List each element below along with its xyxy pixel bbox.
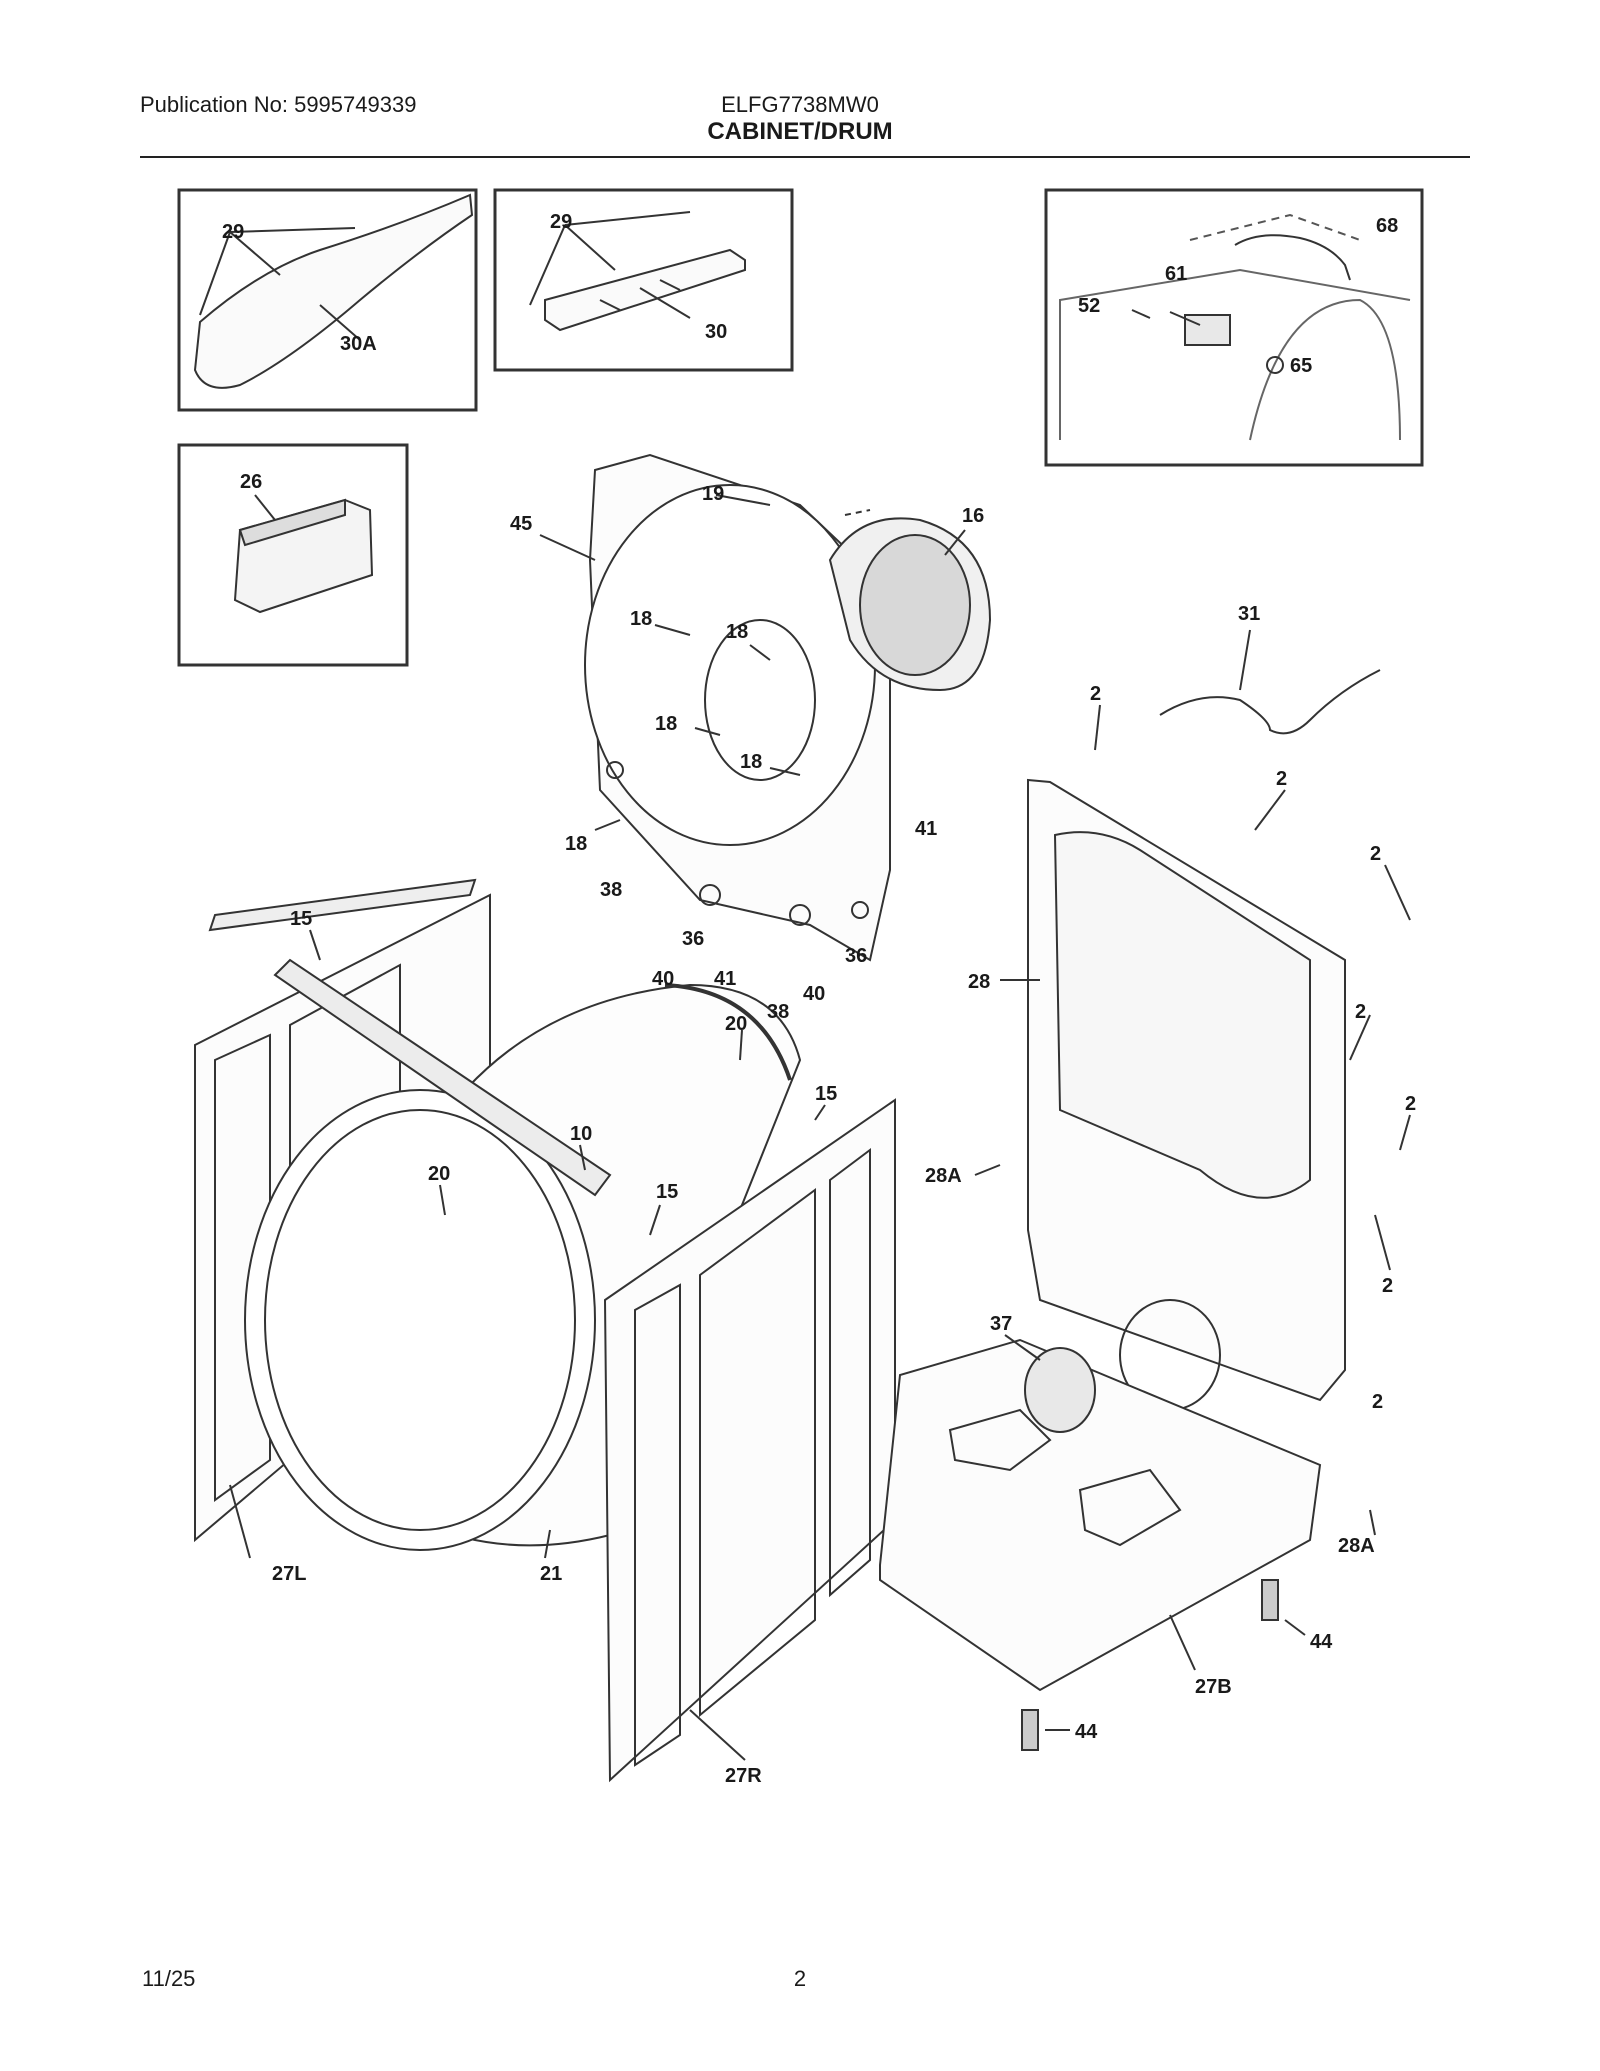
front-bulkhead xyxy=(584,453,891,962)
publication-number: Publication No: 5995749339 xyxy=(140,92,417,117)
callout-label: 29 xyxy=(550,211,572,233)
callout-label: 2 xyxy=(1276,768,1287,790)
model-number: ELFG7738MW0 xyxy=(721,92,879,117)
filter-housing xyxy=(828,509,992,692)
callout-label: 61 xyxy=(1165,263,1187,285)
callout-label: 2 xyxy=(1382,1275,1393,1297)
drum xyxy=(244,983,802,1551)
callout-label: 18 xyxy=(565,833,587,855)
callout-labels: 29 30A 29 30 68 61 52 65 26 19 45 16 31 … xyxy=(222,211,1416,1787)
callout-label: 36 xyxy=(682,928,704,950)
callout-label: 40 xyxy=(803,983,825,1005)
inset-control-board xyxy=(177,443,409,667)
callout-label: 38 xyxy=(767,1001,789,1023)
callout-label: 19 xyxy=(702,483,724,505)
callout-label: 16 xyxy=(962,505,984,527)
callout-label: 2 xyxy=(1090,683,1101,705)
footer-date: 11/25 xyxy=(142,1966,196,1991)
callout-label: 29 xyxy=(222,221,244,243)
callout-label: 18 xyxy=(655,713,677,735)
callout-label: 2 xyxy=(1370,843,1381,865)
inset-30 xyxy=(493,188,794,372)
callout-label: 20 xyxy=(725,1013,747,1035)
section-title: CABINET/DRUM xyxy=(707,118,893,145)
top-bracket xyxy=(273,958,612,1197)
callout-label: 27L xyxy=(272,1563,306,1585)
callout-label: 15 xyxy=(815,1083,837,1105)
leveling-legs xyxy=(1021,1579,1279,1751)
inset-gas-valve xyxy=(1044,188,1424,467)
callout-label: 20 xyxy=(428,1163,450,1185)
callout-label: 27R xyxy=(725,1765,762,1787)
callout-label: 2 xyxy=(1355,1001,1366,1023)
callout-label: 41 xyxy=(714,968,736,990)
callout-label: 44 xyxy=(1310,1631,1333,1653)
callout-label: 45 xyxy=(510,513,532,535)
callout-label: 26 xyxy=(240,471,262,493)
callout-label: 28A xyxy=(925,1165,962,1187)
callout-label: 18 xyxy=(630,608,652,630)
callout-label: 18 xyxy=(726,621,748,643)
callout-label: 10 xyxy=(570,1123,592,1145)
base xyxy=(879,1338,1322,1692)
callout-label: 68 xyxy=(1376,215,1398,237)
footer-page-number: 2 xyxy=(793,1966,807,1991)
callout-label: 15 xyxy=(290,908,312,930)
callout-label: 18 xyxy=(740,751,762,773)
callout-label: 2 xyxy=(1405,1093,1416,1115)
callout-label: 52 xyxy=(1078,295,1100,317)
leader-lines xyxy=(229,494,1411,1761)
callout-label: 41 xyxy=(915,818,937,840)
callout-label: 44 xyxy=(1075,1721,1098,1743)
callout-label: 31 xyxy=(1238,603,1260,625)
callout-label: 27B xyxy=(1195,1676,1232,1698)
callout-label: 28 xyxy=(968,971,990,993)
callout-label: 40 xyxy=(652,968,674,990)
callout-label: 65 xyxy=(1290,355,1312,377)
callout-label: 2 xyxy=(1372,1391,1383,1413)
callout-label: 28A xyxy=(1338,1535,1375,1557)
callout-label: 30A xyxy=(340,333,377,355)
rear-panel xyxy=(1027,778,1346,1411)
callout-label: 38 xyxy=(600,879,622,901)
callout-label: 36 xyxy=(845,945,867,967)
callout-label: 37 xyxy=(990,1313,1012,1335)
header-rule xyxy=(140,156,1470,158)
inset-30a xyxy=(177,188,478,412)
callout-label: 30 xyxy=(705,321,727,343)
callout-label: 15 xyxy=(656,1181,678,1203)
callout-label: 21 xyxy=(540,1563,562,1585)
power-cord xyxy=(1159,669,1381,735)
